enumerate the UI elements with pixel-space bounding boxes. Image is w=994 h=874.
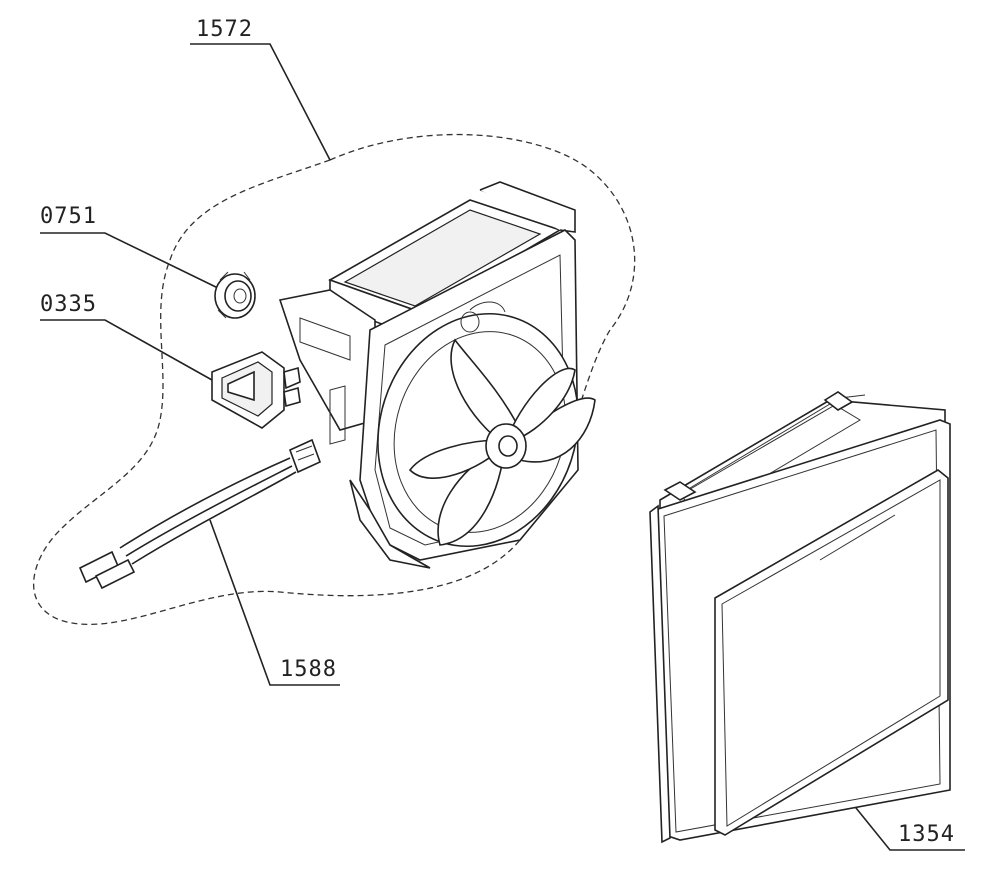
switch-part [211,351,301,429]
grille-box-part [649,391,951,844]
label-1354: 1354 [898,822,955,847]
fan-assembly-part [278,181,596,569]
leader-0751 [40,232,223,291]
label-1588: 1588 [280,657,337,682]
leader-0335 [40,319,213,381]
label-0751: 0751 [40,204,97,229]
cable-part [78,438,322,590]
knob-part [214,271,256,319]
label-0335: 0335 [40,292,97,317]
assembly-group-outline [33,133,636,625]
leader-1588 [209,519,340,686]
label-1572: 1572 [196,17,253,42]
leader-1572 [190,43,331,161]
